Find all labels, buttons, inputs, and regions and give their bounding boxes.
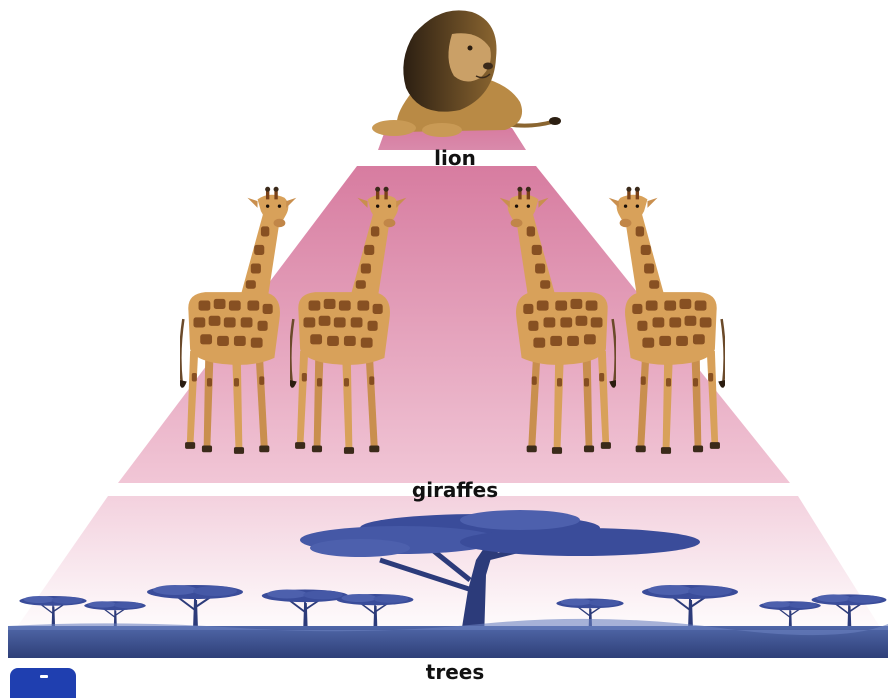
tier-label-lion: lion	[355, 146, 555, 170]
tier-label-trees: trees	[355, 660, 555, 684]
lion-image	[372, 10, 561, 137]
corner-badge-mark	[40, 675, 48, 678]
tier-label-giraffes: giraffes	[355, 478, 555, 502]
corner-badge	[10, 668, 76, 698]
